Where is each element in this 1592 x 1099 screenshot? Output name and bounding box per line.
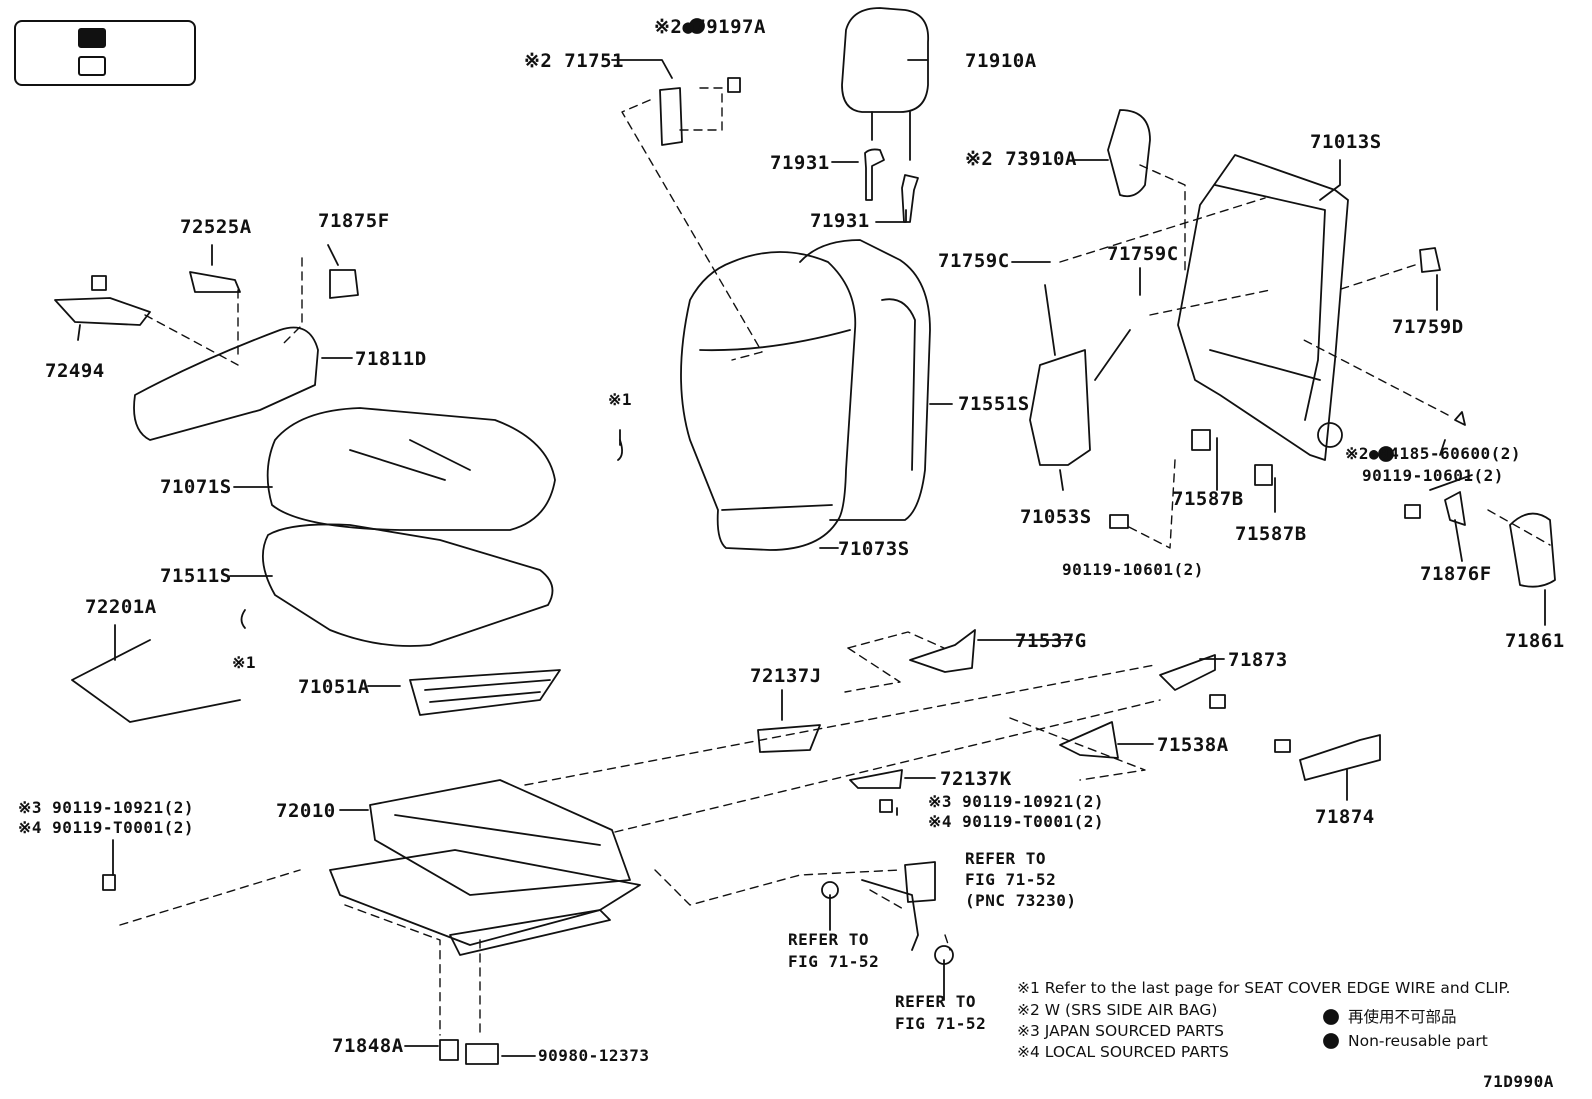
seat-cushion xyxy=(262,407,556,647)
label-71874: 71874 xyxy=(1315,806,1375,828)
refer-2-line1: REFER TO xyxy=(788,930,870,949)
legend-box xyxy=(14,20,196,86)
refer-3-line2: FIG 71-52 xyxy=(895,1014,987,1033)
seat-frame xyxy=(1177,154,1349,461)
label-90119-10921-center: ※3 90119-10921(2) xyxy=(928,792,1105,811)
back-board xyxy=(1029,284,1131,466)
label-71811D: 71811D xyxy=(355,348,427,370)
label-90119-10921-left: ※3 90119-10921(2) xyxy=(18,798,195,817)
label-note1-mid: ※1 xyxy=(232,653,257,672)
headrest xyxy=(841,7,929,223)
label-71759C-b: 71759C xyxy=(1107,243,1179,265)
legend-swatch-empty xyxy=(78,56,106,76)
label-72201A: 72201A xyxy=(85,596,157,618)
label-71538A: 71538A xyxy=(1157,734,1229,756)
label-71013S: 71013S xyxy=(1310,131,1382,153)
label-71861: 71861 xyxy=(1505,630,1565,652)
label-71053S: 71053S xyxy=(1020,506,1092,528)
legend-swatch-filled xyxy=(78,28,106,48)
label-90980-12373: 90980-12373 xyxy=(538,1046,650,1065)
wire xyxy=(71,639,241,723)
note-4: ※4 LOCAL SOURCED PARTS xyxy=(1017,1043,1229,1061)
side-cover xyxy=(54,269,359,441)
seat-back xyxy=(680,239,931,551)
brackets xyxy=(757,629,1381,789)
note-1: ※1 Refer to the last page for SEAT COVER… xyxy=(1017,979,1511,997)
label-72137K: 72137K xyxy=(940,768,1012,790)
note-2: ※2 W (SRS SIDE AIR BAG) xyxy=(1017,1001,1218,1019)
label-71875F: 71875F xyxy=(318,210,390,232)
refer-2-line2: FIG 71-52 xyxy=(788,952,880,971)
label-90119-10601-center: 90119-10601(2) xyxy=(1062,560,1204,579)
label-71873: 71873 xyxy=(1228,649,1288,671)
label-72137J: 72137J xyxy=(750,665,822,687)
note-3: ※3 JAPAN SOURCED PARTS xyxy=(1017,1022,1224,1040)
label-71051A: 71051A xyxy=(298,676,370,698)
legend-nonreusable-text: Non-reusable part xyxy=(1348,1032,1488,1050)
label-72494: 72494 xyxy=(45,360,105,382)
refer-1-line3: (PNC 73230) xyxy=(965,891,1077,910)
label-71931-b: 71931 xyxy=(810,210,870,232)
label-71910A: 71910A xyxy=(965,50,1037,72)
refer-3-line1: REFER TO xyxy=(895,992,977,1011)
refer-1-line2: FIG 71-52 xyxy=(965,870,1057,889)
label-71537G: 71537G xyxy=(1015,630,1087,652)
label-71759D: 71759D xyxy=(1392,316,1464,338)
label-71511S: 71511S xyxy=(160,565,232,587)
diagram-code: 71D990A xyxy=(1483,1072,1554,1091)
label-71876F: 71876F xyxy=(1420,563,1492,585)
label-71931-a: 71931 xyxy=(770,152,830,174)
label-90119-T0001-left: ※4 90119-T0001(2) xyxy=(18,818,195,837)
seat-track xyxy=(329,779,641,956)
label-71071S: 71071S xyxy=(160,476,232,498)
label-90119-10601-right: 90119-10601(2) xyxy=(1362,466,1504,485)
refer-1-line1: REFER TO xyxy=(965,849,1047,868)
label-72525A: 72525A xyxy=(180,216,252,238)
label-71848A: 71848A xyxy=(332,1035,404,1057)
small-parts xyxy=(91,77,1556,1065)
label-71759C-a: 71759C xyxy=(938,250,1010,272)
label-71587B-a: 71587B xyxy=(1172,488,1244,510)
label-94185-60600: ※2●94185-60600(2) xyxy=(1345,444,1522,463)
label-72010: 72010 xyxy=(276,800,336,822)
legend-jp-text: 再使用不可部品 xyxy=(1348,1008,1457,1026)
label-71751: ※2 71751 xyxy=(524,50,624,72)
label-71073S: 71073S xyxy=(838,538,910,560)
springs xyxy=(409,669,561,716)
leader-lines xyxy=(77,59,1546,1057)
label-73910A: ※2 73910A xyxy=(965,148,1077,170)
label-note1-top: ※1 xyxy=(608,390,633,409)
label-71587B-b: 71587B xyxy=(1235,523,1307,545)
label-90119-T0001-center: ※4 90119-T0001(2) xyxy=(928,812,1105,831)
label-71551S: 71551S xyxy=(958,393,1030,415)
dashed-lines xyxy=(119,87,1551,1036)
label-79197A: ※2●79197A xyxy=(654,16,766,38)
